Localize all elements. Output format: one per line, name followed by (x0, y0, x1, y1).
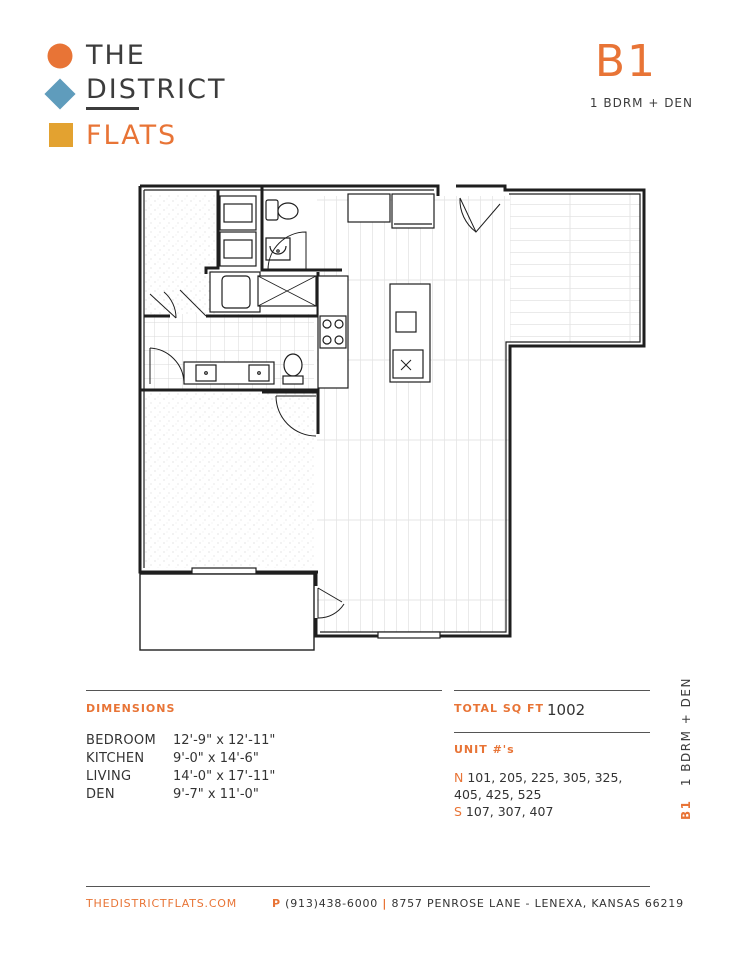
pantry (391, 193, 435, 229)
sqft-value: 1002 (547, 701, 586, 719)
dimensions-label: DIMENSIONS (86, 702, 176, 715)
dimensions-rule (86, 690, 442, 691)
dimension-room: BEDROOM (86, 733, 156, 748)
patio (139, 573, 315, 651)
bedroom-door (275, 395, 317, 437)
fridge (347, 193, 391, 223)
sqft-rule (454, 690, 650, 691)
island-sink (395, 311, 417, 333)
dimension-room: LIVING (86, 769, 132, 784)
logo-shapes (44, 43, 76, 147)
toilet (277, 202, 299, 220)
unit-type: 1 BDRM + DEN (589, 96, 693, 110)
closet-door (149, 347, 185, 384)
footer-separator: | (382, 897, 388, 910)
logo-diamond-icon (44, 78, 76, 110)
dimension-size: 9'-7" x 11'-0" (173, 787, 259, 802)
south-units: S 107, 307, 407 (454, 804, 553, 819)
dimension-size: 14'-0" x 17'-11" (173, 769, 276, 784)
den-floor (144, 194, 218, 314)
bedroom-floor (144, 392, 316, 568)
address: 8757 PENROSE LANE - LENEXA, KANSAS 66219 (391, 897, 684, 910)
floor-plan (138, 184, 646, 651)
dimension-size: 9'-0" x 14'-6" (173, 751, 259, 766)
north-units: N 101, 205, 225, 305, 325, 405, 425, 525 (454, 769, 644, 803)
logo-word-district: DISTRICT (86, 74, 227, 105)
phone-prefix: P (272, 897, 281, 910)
south-prefix: S (454, 804, 462, 819)
south-list: 107, 307, 407 (465, 804, 554, 819)
units-label: UNIT #'s (454, 743, 515, 756)
toilet-tank (265, 199, 279, 221)
doors (149, 197, 501, 619)
entry-door (317, 587, 345, 619)
dimension-size: 12'-9" x 12'-11" (173, 733, 276, 748)
north-list: 101, 205, 225, 305, 325, 405, 425, 525 (454, 770, 623, 802)
logo-word-the: THE (86, 40, 146, 71)
kitchen (317, 193, 435, 389)
contact-info: P (913)438-6000 | 8757 PENROSE LANE - LE… (272, 897, 684, 910)
logo-square-icon (49, 123, 73, 147)
toilet-2 (283, 353, 303, 377)
logo-word-flats: FLATS (86, 120, 178, 151)
dishwasher (392, 349, 424, 379)
north-prefix: N (454, 770, 464, 785)
balcony-floor (510, 194, 640, 342)
side-unit-label: B1 1 BDRM + DEN (679, 677, 693, 820)
logo-circle-icon (47, 43, 73, 69)
bath-sink (265, 237, 291, 261)
logo-divider (86, 107, 139, 110)
bath-door (267, 231, 307, 271)
den-door (149, 291, 177, 319)
units-rule (454, 732, 650, 733)
phone-number: (913)438-6000 (285, 897, 379, 910)
side-unit-code: B1 (679, 799, 693, 821)
dimension-room: KITCHEN (86, 751, 145, 766)
sqft-label: TOTAL SQ FT (454, 702, 544, 715)
unit-code: B1 (594, 36, 657, 87)
side-unit-type: 1 BDRM + DEN (679, 677, 693, 787)
dimension-room: DEN (86, 787, 115, 802)
website-link[interactable]: THEDISTRICTFLATS.COM (86, 897, 238, 910)
outer-walls (138, 184, 646, 638)
footer-rule (86, 886, 650, 887)
living-floor (317, 196, 501, 632)
